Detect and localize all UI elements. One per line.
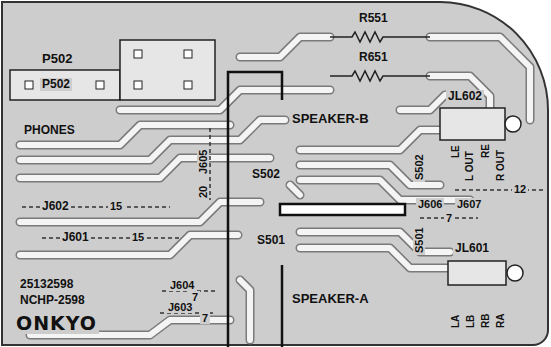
- copper-trace: [300, 180, 470, 200]
- copper-trace: [20, 120, 285, 160]
- silkscreen-label: RB: [480, 312, 491, 330]
- silkscreen-label: 15: [108, 200, 124, 212]
- silkscreen-label: JL602: [446, 90, 484, 103]
- silkscreen-label: SPEAKER-A: [290, 292, 371, 306]
- copper-trace: [400, 95, 445, 110]
- silkscreen-label: P502: [40, 78, 72, 91]
- silkscreen-label: J607: [455, 198, 483, 210]
- silkscreen-label: S501: [413, 225, 425, 255]
- silkscreen-label: PHONES: [22, 124, 77, 137]
- silkscreen-label: J601: [60, 231, 91, 244]
- copper-trace: [20, 158, 270, 178]
- silkscreen-label: 12: [512, 183, 528, 195]
- brand-logo: ONKYO: [14, 313, 99, 334]
- copper-trace: [430, 76, 490, 108]
- copper-trace: [240, 37, 330, 57]
- copper-trace: [300, 130, 440, 150]
- cutout-outline: [228, 72, 405, 347]
- silkscreen-label: S502: [250, 168, 282, 181]
- silkscreen-label: SPEAKER-B: [290, 112, 371, 126]
- silkscreen-label: P502: [40, 52, 74, 66]
- silkscreen-label: J606: [416, 198, 444, 210]
- silkscreen-label: NCHP-2598: [18, 294, 87, 307]
- silkscreen-label: 7: [444, 212, 454, 224]
- trace-edge: [300, 180, 470, 200]
- copper-trace: [300, 248, 448, 268]
- jumper-leader: [22, 128, 545, 313]
- copper-trace: [240, 280, 250, 340]
- silkscreen-label: J605: [197, 148, 209, 176]
- silkscreen-label: L OUT: [464, 149, 475, 183]
- trace-edge: [300, 130, 440, 150]
- silkscreen-label: RA: [495, 312, 506, 330]
- silkscreen-label: S501: [255, 234, 287, 247]
- trace-edge: [240, 280, 250, 340]
- silkscreen-label: JL601: [453, 242, 491, 255]
- trace-edge: [400, 95, 445, 110]
- silkscreen-label: J602: [40, 200, 71, 213]
- board-outline: [2, 2, 548, 345]
- copper-trace: [290, 185, 300, 195]
- copper-trace: [20, 235, 238, 255]
- silkscreen-label: 20: [197, 184, 209, 200]
- silkscreen-label: 25132598: [18, 278, 75, 291]
- connector-p502: [10, 40, 215, 100]
- traces: [20, 37, 530, 340]
- trace-edge: [290, 185, 300, 195]
- silkscreen-label: LE: [450, 143, 461, 160]
- silkscreen-label: S502: [413, 152, 425, 182]
- trace-edge: [240, 37, 330, 57]
- silkscreen-label: 7: [200, 312, 210, 324]
- silkscreen-label: R551: [357, 12, 390, 25]
- silkscreen-label: RE: [480, 142, 491, 160]
- silkscreen-label: J604: [168, 279, 196, 291]
- silkscreen-label: R651: [357, 51, 390, 64]
- silkscreen-label: J603: [166, 301, 194, 313]
- silkscreen-label: LA: [450, 313, 461, 330]
- resistor-symbol: [330, 32, 430, 81]
- silkscreen-label: 15: [130, 231, 146, 243]
- silkscreen-label: LB: [465, 313, 476, 330]
- silkscreen-label: R OUT: [495, 148, 506, 183]
- trace-edge: [20, 235, 238, 255]
- jumper-pads: [440, 108, 523, 285]
